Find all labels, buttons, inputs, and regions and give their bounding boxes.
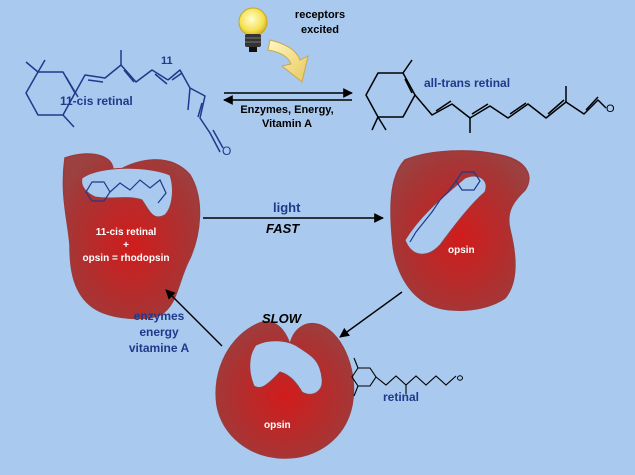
free-retinal-label: retinal	[383, 390, 420, 404]
reverse-line-2: Vitamin A	[261, 118, 313, 130]
carbon-11-label: 11	[161, 55, 173, 67]
excited-line: excited	[301, 24, 339, 36]
trans-retinal-structure	[365, 59, 607, 133]
bottom-to-left-arrow	[165, 289, 223, 347]
cis-oxygen-label: O	[222, 144, 232, 158]
rhodopsin-line-2: +	[123, 240, 129, 251]
light-bulb-icon	[238, 7, 268, 52]
rhodopsin-line-1: 11-cis retinal	[95, 227, 157, 238]
reverse-conditions-label: Enzymes, Energy, Vitamin A	[232, 103, 342, 131]
rhodopsin-label: 11-cis retinal + opsin = rhodopsin	[72, 226, 180, 265]
cis-retinal-label: 11-cis retinal	[60, 94, 133, 108]
right-to-bottom-arrow	[339, 291, 403, 338]
opsin-right-protein	[390, 150, 530, 311]
slow-label: SLOW	[262, 311, 301, 326]
light-label: light	[273, 200, 301, 215]
rhodopsin-bound-retinal	[85, 179, 167, 204]
rhodopsin-line-3: opsin = rhodopsin	[82, 253, 170, 264]
rhodopsin-pocket	[81, 167, 173, 218]
opsin-bottom-pocket	[249, 340, 323, 395]
free-retinal-oxygen-icon	[457, 375, 463, 381]
free-retinal-structure	[351, 357, 457, 397]
enzymes-label: enzymes energy vitamine A	[112, 308, 206, 356]
cis-retinal-structure	[25, 50, 224, 153]
reverse-line-1: Enzymes, Energy,	[240, 104, 334, 116]
enzymes-line-1: enzymes	[133, 309, 185, 323]
light-ray-arrow-icon	[267, 39, 309, 83]
enzymes-line-2: energy	[139, 325, 179, 339]
fast-label: FAST	[266, 221, 300, 236]
trans-retinal-label: all-trans retinal	[424, 76, 511, 90]
receptors-excited-label: receptors excited	[289, 8, 351, 38]
opsin-right-label: opsin	[448, 245, 475, 256]
receptors-line: receptors	[294, 9, 346, 21]
opsin-right-retinal	[409, 171, 481, 243]
opsin-bottom-label: opsin	[264, 420, 291, 431]
enzymes-line-3: vitamine A	[128, 341, 190, 355]
trans-oxygen-label: O	[606, 103, 615, 115]
